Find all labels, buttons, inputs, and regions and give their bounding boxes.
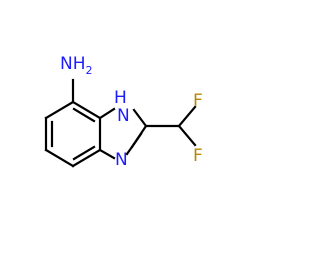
bond-c7-c7a — [71, 148, 102, 168]
bond-chf2-f-bottom — [177, 124, 197, 147]
imidazole-ring — [98, 107, 148, 160]
bond-c4-c5 — [44, 100, 75, 120]
bond-c6-c7 — [44, 148, 75, 168]
amine-nitrogen-label: NH2 — [60, 54, 93, 77]
bond-c3a-nh — [98, 107, 116, 120]
bond-c7-c7a-inner — [72, 145, 96, 161]
ring-n-label: N — [115, 150, 128, 170]
bond-c2-n-inner — [125, 132, 143, 156]
bond-chf2-f-top — [177, 105, 197, 128]
ring-nh-label: H — [114, 88, 127, 108]
fluorine-bottom-label: F — [193, 146, 203, 166]
ring-nh-nitrogen-label: N — [117, 106, 130, 126]
difluoromethyl-group — [144, 105, 197, 147]
bond-c3a-c4 — [71, 100, 102, 120]
benzene-ring — [44, 100, 102, 168]
fluorine-top-label: F — [193, 91, 203, 111]
bond-n-c7a — [98, 148, 116, 160]
bond-nh-c2 — [132, 108, 148, 128]
molecule-structure-diagram: NH2 H N N F F — [44, 54, 203, 170]
bond-c3a-c4-inner — [72, 107, 96, 123]
molecule-svg: NH2 H N N F F — [44, 54, 203, 170]
